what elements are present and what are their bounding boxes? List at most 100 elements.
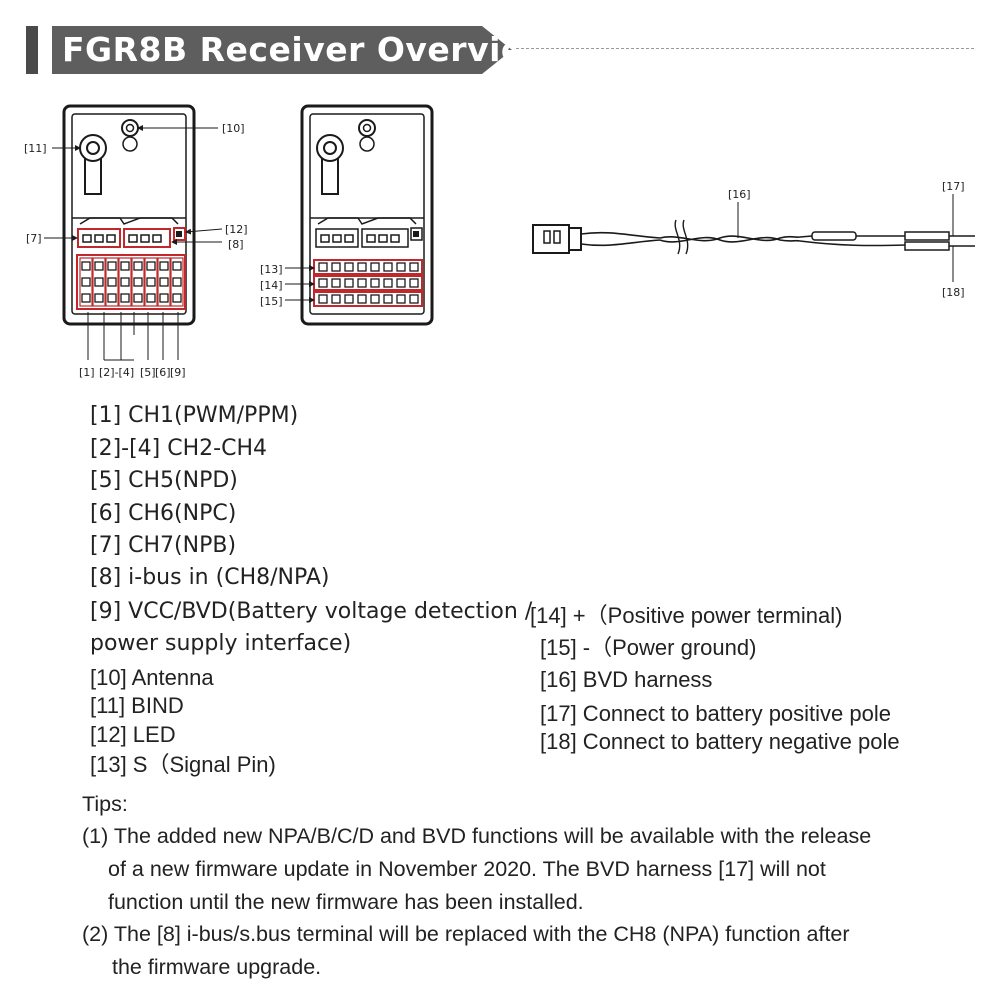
legend-item-6: [6] CH6(NPC) [90, 501, 237, 526]
header-pin [133, 261, 143, 271]
header-pin [172, 293, 182, 303]
header-pin [396, 278, 406, 288]
legend-item-18: [18] Connect to battery negative pole [540, 729, 900, 754]
legend-item-9-cont: power supply interface) [90, 631, 352, 656]
header-pin [120, 293, 130, 303]
legend-item-8: [8] i-bus in (CH8/NPA) [90, 565, 330, 590]
header-pin [159, 277, 169, 287]
callout-13: [13] [260, 263, 283, 276]
header-pin [172, 261, 182, 271]
channel-column [170, 257, 184, 307]
channel-column [118, 257, 132, 307]
legend-item-14: [14] +（Positive power terminal) [530, 603, 843, 628]
header-pin [107, 293, 117, 303]
header-pin [81, 293, 91, 303]
channel-column [144, 257, 158, 307]
legend-item-12: [12] LED [90, 722, 176, 747]
callout-6: [6] [155, 366, 171, 379]
header-pin [370, 262, 380, 272]
tip-1-line-3: function until the new firmware has been… [108, 890, 584, 914]
header-pin [120, 277, 130, 287]
header-pin [146, 261, 156, 271]
header-pin [357, 294, 367, 304]
header-pin [396, 294, 406, 304]
tips-heading: Tips: [82, 792, 128, 816]
callout-18: [18] [942, 286, 965, 299]
header-pin [318, 294, 328, 304]
callout-12: [12] [225, 223, 248, 236]
callout-9: [9] [170, 366, 186, 379]
callout-5: [5] [140, 366, 156, 379]
receiver-right [300, 104, 434, 326]
channel-column [92, 257, 106, 307]
header-pin [370, 278, 380, 288]
tip-2-line-1: (2) The [8] i-bus/s.bus terminal will be… [82, 922, 850, 946]
header-pin [344, 278, 354, 288]
header-pin [81, 261, 91, 271]
header-pin [409, 262, 419, 272]
header-pin [94, 261, 104, 271]
header-pin [318, 278, 328, 288]
legend-item-9: [9] VCC/BVD(Battery voltage detection / [90, 599, 533, 624]
legend-item-16: [16] BVD harness [540, 667, 713, 692]
callout-8: [8] [228, 238, 244, 251]
legend-item-7: [7] CH7(NPB) [90, 533, 237, 558]
pin-grid-left [79, 257, 184, 307]
header-dashed-rule [516, 48, 974, 49]
channel-pin-header [76, 254, 186, 310]
callout-2-4: [2]-[4] [99, 366, 134, 379]
pin-grid-right [318, 262, 419, 304]
header-pin [133, 277, 143, 287]
receiver-diagram: [10] [11] [7] [12] [8] [1] [2]-[4] [5] [… [24, 104, 975, 379]
header-pin [107, 277, 117, 287]
channel-column [105, 257, 119, 307]
legend-item-11: [11] BIND [90, 693, 184, 718]
header-accent-bar [26, 26, 38, 74]
callout-10: [10] [222, 122, 245, 135]
header-pin [383, 262, 393, 272]
legend-item-2-4: [2]-[4] CH2-CH4 [90, 436, 267, 461]
header-pin [94, 277, 104, 287]
ibus-port [123, 228, 171, 248]
callout-14: [14] [260, 279, 283, 292]
legend-item-13: [13] S（Signal Pin) [90, 752, 276, 777]
channel-column [157, 257, 171, 307]
page-title: FGR8B Receiver Overview [62, 30, 555, 69]
tip-1-line-1: (1) The added new NPA/B/C/D and BVD func… [82, 824, 872, 848]
header-pin [172, 277, 182, 287]
callout-1: [1] [79, 366, 95, 379]
ch7-port [77, 228, 121, 248]
header-pin [409, 294, 419, 304]
legend-item-1: [1] CH1(PWM/PPM) [90, 403, 299, 428]
header-pin [81, 277, 91, 287]
tip-1-line-2: of a new firmware update in November 202… [108, 857, 826, 881]
header-pin [94, 293, 104, 303]
callout-17: [17] [942, 180, 965, 193]
leader-lines [44, 125, 954, 361]
bvd-harness [532, 219, 975, 255]
header-pin [159, 293, 169, 303]
header-pin [409, 278, 419, 288]
legend-item-10: [10] Antenna [90, 665, 214, 690]
header-pin [331, 278, 341, 288]
channel-column [131, 257, 145, 307]
header-pin [133, 293, 143, 303]
header-pin [370, 294, 380, 304]
header-pin [396, 262, 406, 272]
header-pin [331, 262, 341, 272]
header-pin [344, 294, 354, 304]
header-pin [331, 294, 341, 304]
header-pin [357, 278, 367, 288]
legend-item-15: [15] -（Power ground) [540, 635, 757, 660]
callout-7: [7] [26, 232, 42, 245]
callout-15: [15] [260, 295, 283, 308]
callout-11: [11] [24, 142, 47, 155]
tip-2-line-2: the firmware upgrade. [112, 955, 322, 979]
header-pin [120, 261, 130, 271]
channel-column [79, 257, 93, 307]
header-pin [318, 262, 328, 272]
legend-item-17: [17] Connect to battery positive pole [540, 701, 891, 726]
header-banner [52, 26, 512, 74]
header-pin [107, 261, 117, 271]
receiver-left [62, 104, 196, 326]
